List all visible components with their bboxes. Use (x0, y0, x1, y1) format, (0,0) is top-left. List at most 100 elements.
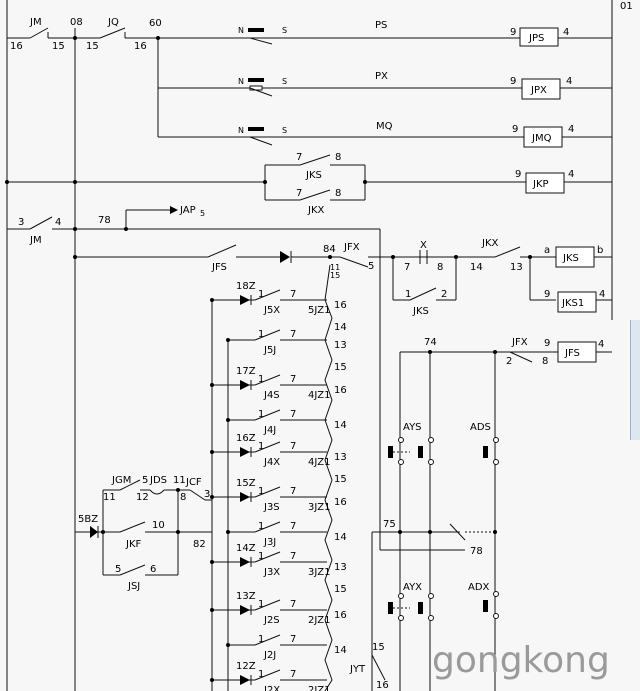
label-jfx: JFX (343, 242, 360, 253)
jfx2-2: 2 (506, 356, 512, 367)
ayx-button (388, 593, 434, 621)
label-adx: ADX (468, 582, 490, 593)
jcf-3: 3 (204, 489, 210, 500)
px-s: S (282, 77, 287, 86)
label-b: b (597, 245, 603, 256)
floor-relay-contact (254, 329, 281, 341)
jks2-2: 2 (441, 289, 447, 300)
floor-relay-label: J2J (263, 650, 276, 661)
ads-button (483, 437, 499, 465)
floor-relay-label: J5X (263, 305, 280, 316)
label-jfs-relay: JFS (564, 348, 580, 359)
contact-pin-1: 1 (258, 289, 264, 300)
floor-diode-label: 17Z (236, 366, 256, 377)
floor-row (226, 329, 327, 342)
label-jfs: JFS (211, 262, 227, 273)
floor-relay-label: J2X (263, 685, 280, 691)
floor-column-label: 5JZ1 (308, 305, 331, 316)
floor-relay-label: J4X (263, 457, 280, 468)
floor-row (210, 486, 327, 502)
floor-diode-icon (240, 605, 250, 615)
floor-diode-label: 15Z (236, 478, 256, 489)
label-jkf: JKF (125, 539, 142, 550)
floor-diode-icon (240, 675, 250, 685)
jks-hold-contact (409, 287, 437, 301)
jgm-contact (119, 479, 141, 491)
jds-11: 11 (173, 475, 186, 486)
floor-column-label: 4JZ1 (308, 390, 331, 401)
label-jks1: JKS1 (561, 298, 584, 309)
contact-pin-7: 7 (290, 409, 296, 420)
floor-row (210, 551, 327, 567)
jm-contact (29, 27, 49, 39)
label-78: 78 (98, 215, 111, 226)
contact-pin-1: 1 (258, 599, 264, 610)
jfx-contact-2 (509, 351, 533, 363)
floor-relay-label: J4J (263, 425, 276, 436)
label-jks: JKS (305, 170, 322, 181)
floor-column-label: 3JZ1 (308, 567, 331, 578)
floor-relay-contact (254, 486, 281, 498)
column-pin-a: 16 (334, 385, 347, 396)
jkx2-14: 14 (470, 262, 483, 273)
relay-jps (519, 27, 559, 47)
label-11: 11 (330, 263, 340, 272)
floor-row (210, 374, 327, 390)
jap-arrow-icon (170, 206, 178, 214)
contact-pin-1: 1 (258, 409, 264, 420)
contact-pin-7: 7 (290, 599, 296, 610)
watermark: gongkong (432, 640, 610, 681)
contact-pin-7: 7 (290, 289, 296, 300)
column-pin-b: 15 (334, 362, 347, 373)
contact-78 (449, 523, 466, 541)
floor-diode-label: 18Z (236, 281, 256, 292)
label-74: 74 (424, 337, 437, 348)
column-pin-a: 13 (334, 340, 347, 351)
jsj-contact (119, 564, 146, 576)
diode-5bz-icon (90, 526, 98, 538)
label-jq: JQ (107, 17, 119, 28)
label-60: 60 (149, 18, 162, 29)
floor-row (210, 669, 327, 685)
jm-contact-2 (29, 216, 53, 230)
mq-4: 4 (568, 124, 574, 135)
jfx2-8: 8 (542, 356, 548, 367)
mq-magnet-icon (248, 127, 264, 131)
window-edge (630, 320, 640, 440)
contact-pin-1: 1 (258, 551, 264, 562)
ps-4: 4 (563, 27, 569, 38)
jkx-contact (299, 189, 331, 201)
label-ays: AYS (403, 422, 422, 433)
jkp-9: 9 (515, 169, 521, 180)
floor-diode-icon (240, 380, 250, 390)
label-jap: JAP (179, 205, 196, 216)
label-jkx: JKX (307, 205, 325, 216)
ps-9: 9 (510, 27, 516, 38)
ays-button (388, 437, 434, 465)
column-pin-a: 14 (334, 532, 347, 543)
label-jmq: JMQ (531, 133, 552, 144)
label-jsj: JSJ (127, 581, 140, 592)
column-pin-b: 15 (334, 584, 347, 595)
floor-relay-label: J4S (263, 390, 280, 401)
jks-contact (299, 154, 331, 166)
column-pin-a: 13 (334, 562, 347, 573)
floor-column-label: 2JZ1 (308, 615, 331, 626)
label-x: X (420, 240, 427, 251)
jgm-11: 11 (103, 492, 116, 503)
jcf-8: 8 (180, 492, 186, 503)
jm2-4: 4 (55, 217, 61, 228)
label-16: 16 (10, 41, 23, 52)
label-jkx2: JKX (481, 238, 499, 249)
jks1-4: 4 (599, 289, 605, 300)
jks-7: 7 (296, 152, 302, 163)
label-jpx: JPX (530, 85, 547, 96)
label-ayx: AYX (403, 582, 422, 593)
mq-n: N (238, 126, 244, 135)
label-15: 15 (52, 41, 65, 52)
relay-jfs (557, 341, 597, 363)
label-jap-sub: 5 (200, 209, 205, 218)
column-pin-b: 14 (334, 322, 347, 333)
column-pin-b: 15 (334, 474, 347, 485)
